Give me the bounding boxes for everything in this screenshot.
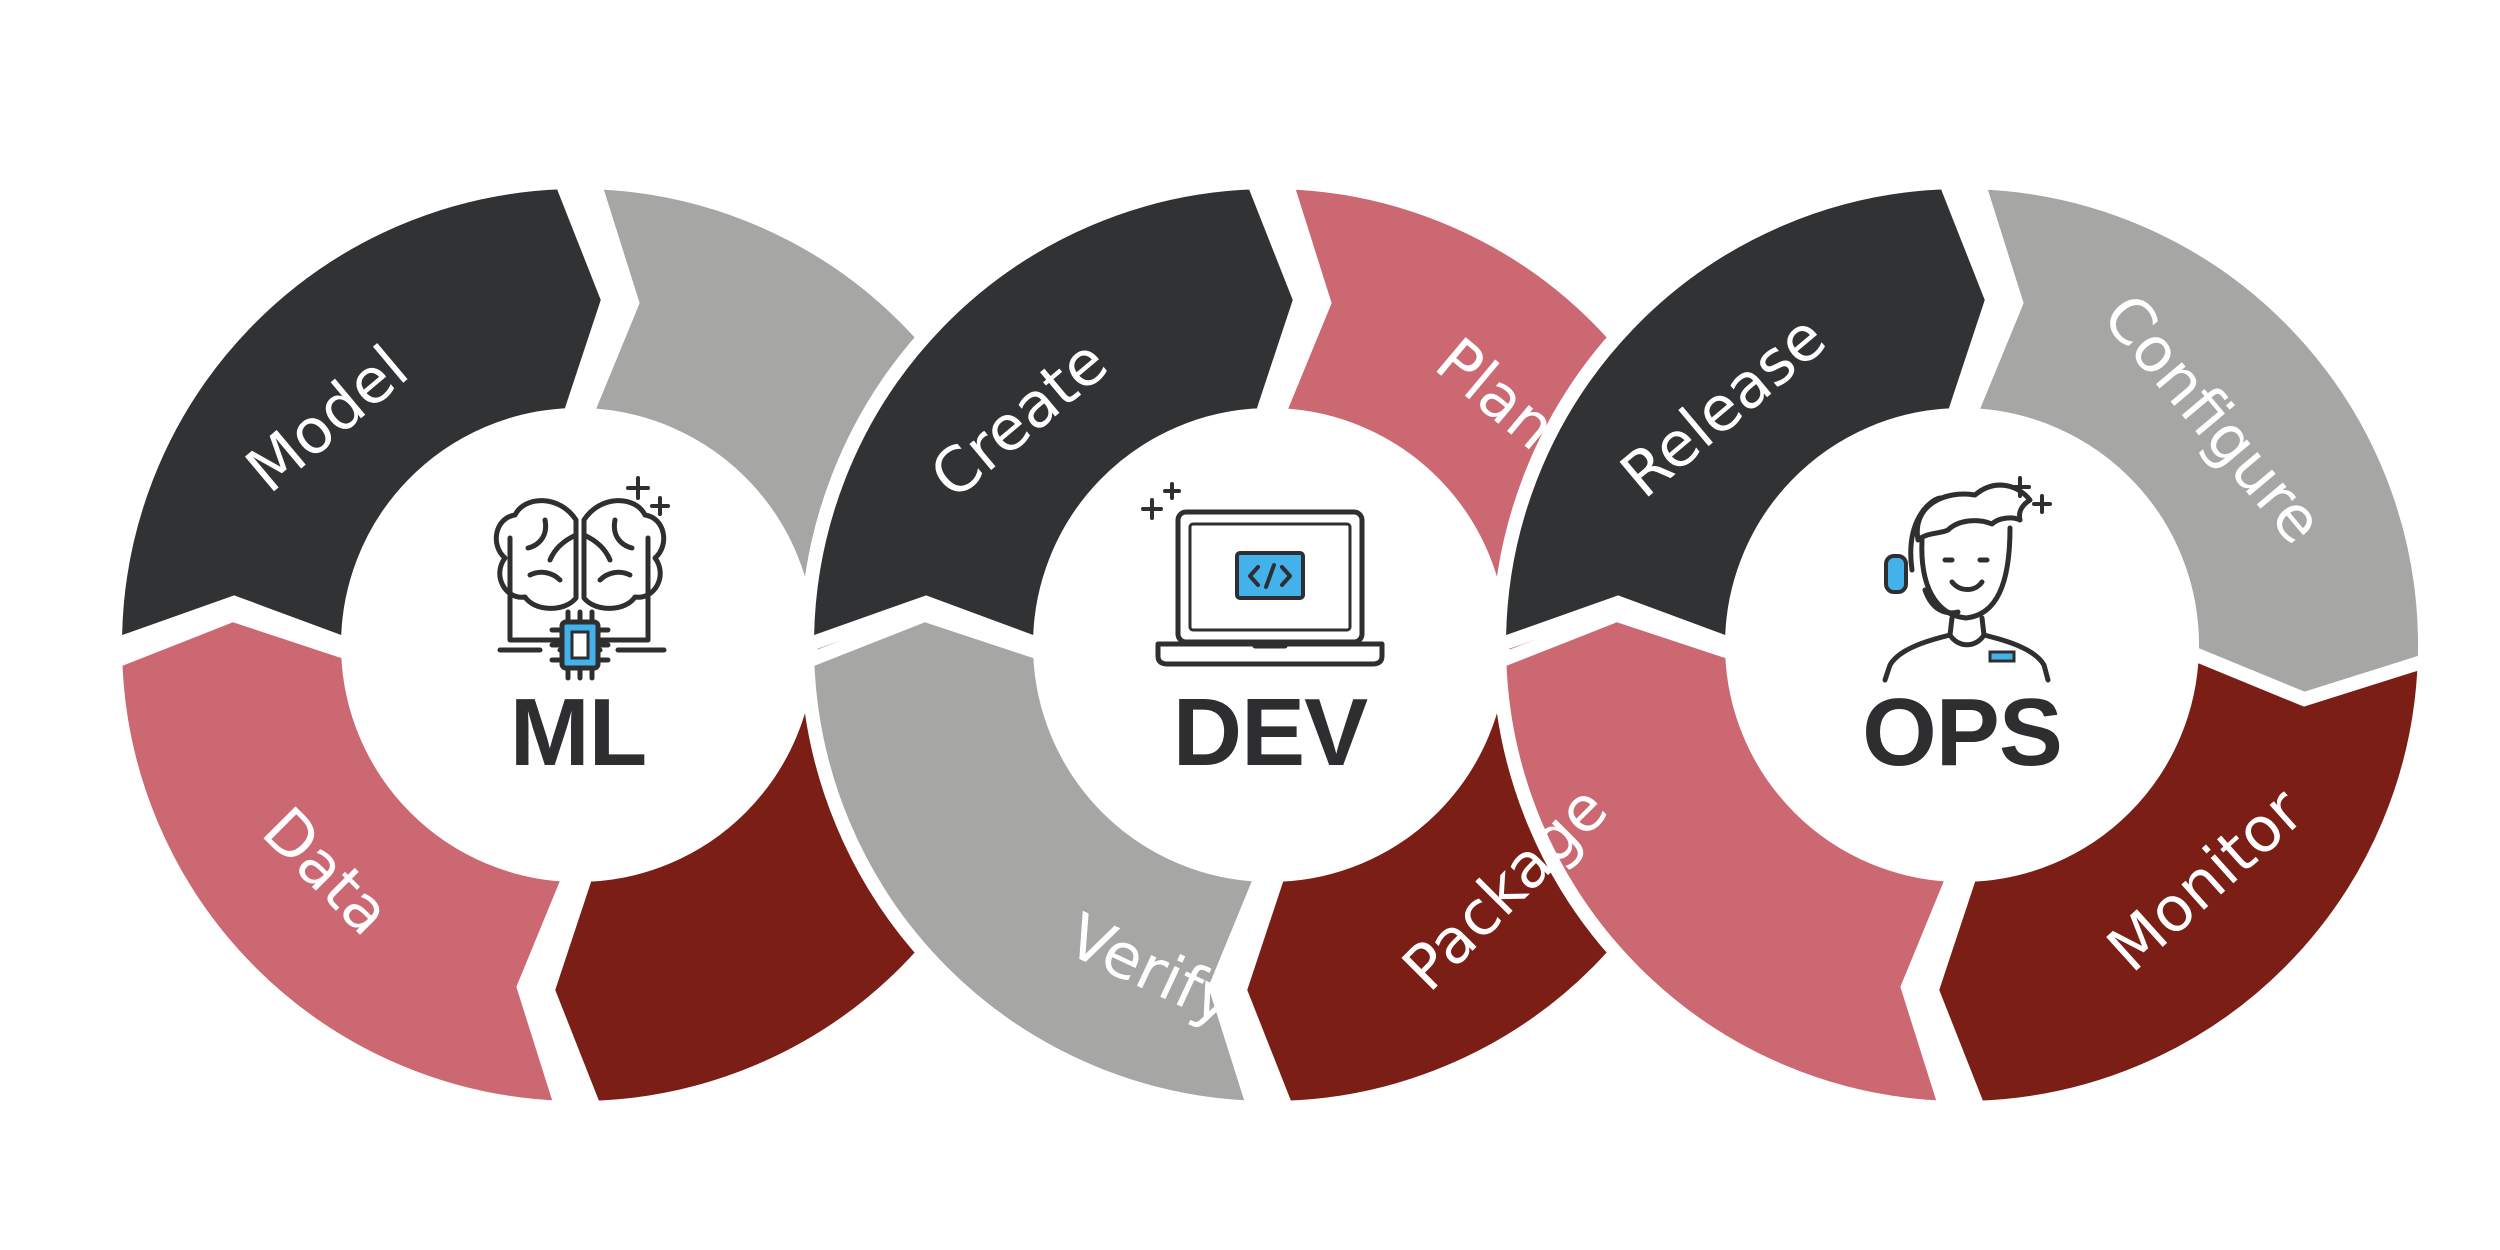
hub-ops: OPS — [1732, 415, 2192, 875]
headset-icon — [1884, 554, 1908, 594]
hub-ml: ML — [348, 415, 808, 875]
support-agent-icon — [1882, 476, 2052, 683]
laptop-code-icon — [1141, 482, 1385, 667]
hub-title-dev: DEV — [1173, 679, 1368, 786]
badge-icon — [1988, 650, 2016, 663]
hub-title-ops: OPS — [1862, 679, 2062, 786]
code-brackets-icon — [1248, 563, 1292, 589]
ring-segments — [107, 174, 2433, 1116]
chip-core — [570, 630, 590, 660]
hub-dev: DEV — [1040, 415, 1500, 875]
segment-ops-1 — [1959, 174, 2432, 707]
hub-title-ml: ML — [510, 679, 647, 786]
